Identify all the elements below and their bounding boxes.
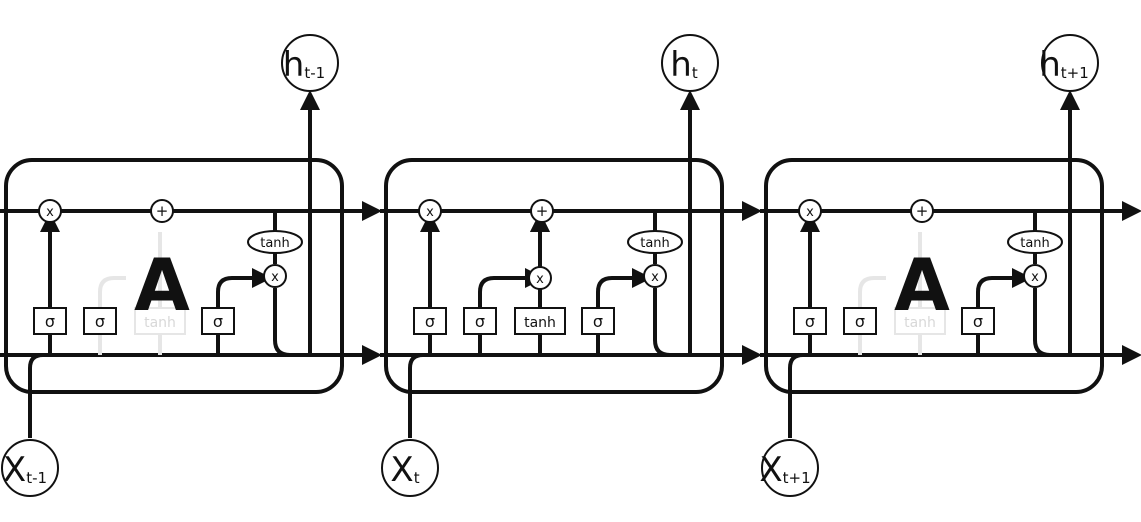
cell-block-label: A [894, 243, 950, 327]
input-node [381, 439, 439, 497]
output-main: h [1039, 45, 1061, 85]
output-multiply-node [1023, 264, 1047, 288]
output-node [661, 34, 719, 92]
output-node [281, 34, 339, 92]
output-multiply-symbol: x [651, 270, 659, 285]
input-label: Xt-1 [3, 450, 47, 490]
output-main: h [283, 45, 305, 85]
input-gate-line [98, 276, 126, 355]
gate-label-3: σ [593, 312, 603, 331]
tanh-oval-label: tanh [260, 236, 290, 251]
add-symbol: + [156, 202, 169, 220]
input-node [761, 439, 819, 497]
add-node [530, 199, 554, 223]
gate-box-0 [33, 307, 67, 335]
gate-label-3: σ [213, 312, 223, 331]
gate-label-3: σ [973, 312, 983, 331]
add-symbol: + [536, 202, 549, 220]
input-label: Xt [390, 450, 419, 490]
gate-box-2 [894, 307, 946, 335]
add-node [910, 199, 934, 223]
output-main: h [670, 45, 692, 85]
output-multiply-symbol: x [1031, 270, 1039, 285]
tanh-oval [247, 230, 303, 254]
tanh-oval-label: tanh [640, 236, 670, 251]
cell-border [384, 158, 724, 394]
gate-box-1 [463, 307, 497, 335]
output-subscript: t-1 [304, 64, 325, 82]
input-gate-line [478, 276, 506, 355]
gate-box-0 [413, 307, 447, 335]
cell-border [764, 158, 1104, 394]
gate-box-1 [83, 307, 117, 335]
forget-multiply-node [798, 199, 822, 223]
forget-multiply-symbol: x [806, 205, 814, 220]
tanh-oval [1007, 230, 1063, 254]
forget-multiply-symbol: x [46, 205, 54, 220]
gate-label-2: tanh [144, 315, 176, 331]
forget-multiply-symbol: x [426, 205, 434, 220]
output-label: ht+1 [1039, 45, 1089, 85]
gate-box-2 [134, 307, 186, 335]
output-label: ht [670, 45, 698, 85]
cell-border [4, 158, 344, 394]
input-main: X [3, 450, 26, 490]
gate-box-2 [514, 307, 566, 335]
output-gate-line [976, 268, 1032, 355]
add-symbol: + [916, 202, 929, 220]
forget-multiply-node [418, 199, 442, 223]
gate-label-2: tanh [524, 315, 556, 331]
output-path [1033, 288, 1051, 357]
output-subscript: t+1 [1061, 64, 1089, 82]
gate-box-3 [201, 307, 235, 335]
gate-label-1: σ [95, 312, 105, 331]
input-main: X [759, 450, 782, 490]
gate-label-1: σ [475, 312, 485, 331]
input-multiply-symbol: x [536, 272, 544, 287]
output-path [273, 288, 291, 357]
gate-label-1: σ [855, 312, 865, 331]
output-gate-line [216, 268, 272, 355]
input-gate-line [858, 276, 886, 355]
input-subscript: t+1 [783, 469, 811, 487]
gate-box-3 [581, 307, 615, 335]
input-line [28, 353, 44, 438]
output-multiply-symbol: x [271, 270, 279, 285]
forget-multiply-node [38, 199, 62, 223]
input-label: Xt+1 [759, 450, 810, 490]
output-path [653, 288, 671, 357]
output-multiply-node [263, 264, 287, 288]
output-multiply-node [643, 264, 667, 288]
output-label: ht-1 [283, 45, 325, 85]
gate-box-0 [793, 307, 827, 335]
tanh-oval [627, 230, 683, 254]
input-multiply-node [528, 266, 552, 290]
gate-box-1 [843, 307, 877, 335]
output-gate-line [596, 268, 652, 355]
output-node [1041, 34, 1099, 92]
input-line [408, 353, 424, 438]
gate-label-0: σ [805, 312, 815, 331]
input-subscript: t [414, 469, 420, 487]
input-line [788, 353, 804, 438]
input-node [1, 439, 59, 497]
gate-box-3 [961, 307, 995, 335]
output-subscript: t [692, 64, 698, 82]
add-node [150, 199, 174, 223]
gate-label-2: tanh [904, 315, 936, 331]
gate-label-0: σ [45, 312, 55, 331]
gate-label-0: σ [425, 312, 435, 331]
tanh-oval-label: tanh [1020, 236, 1050, 251]
input-main: X [390, 450, 413, 490]
cell-block-label: A [134, 243, 190, 327]
input-subscript: t-1 [26, 469, 47, 487]
